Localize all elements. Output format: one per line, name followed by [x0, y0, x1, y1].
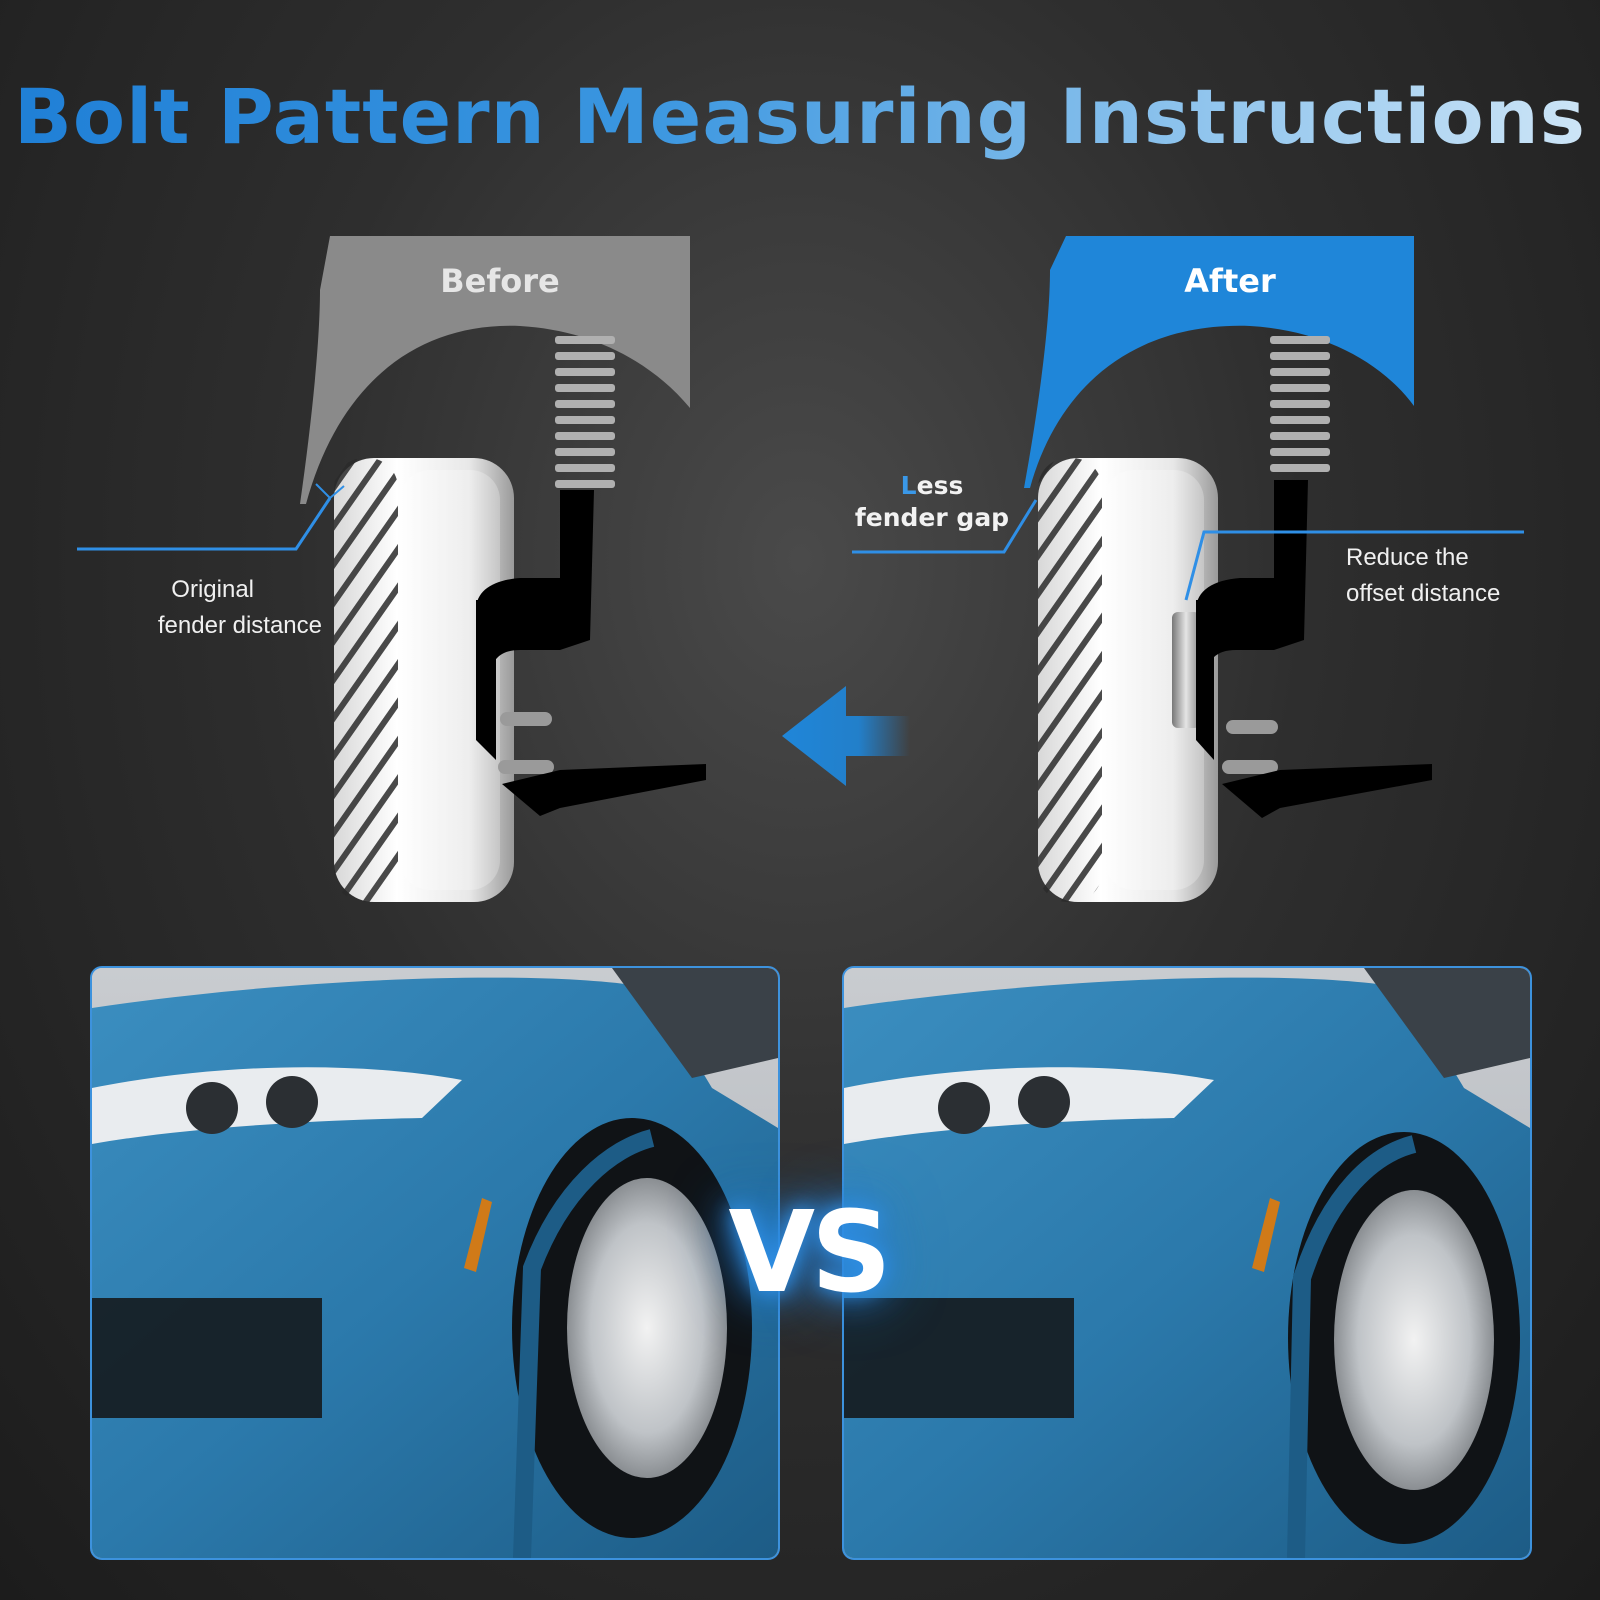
after-offset-line2: offset distance	[1346, 580, 1501, 607]
page-title: Bolt Pattern Measuring Instructions	[0, 72, 1600, 161]
after-gap-line2: fender gap	[854, 503, 1010, 532]
after-gap-callout-line	[852, 499, 1038, 554]
before-knuckle	[476, 490, 594, 700]
before-tire	[334, 458, 514, 902]
arrow-left-icon	[782, 686, 910, 786]
before-callout-line	[77, 497, 332, 551]
suspension-diagrams	[77, 236, 1524, 902]
before-fender	[300, 236, 690, 504]
before-diagram	[77, 236, 706, 902]
before-control-arm	[502, 764, 706, 816]
before-callout: Original fender distance	[82, 572, 322, 644]
before-car-photo	[90, 966, 780, 1560]
vs-label: VS	[728, 1188, 891, 1318]
after-diagram	[852, 236, 1524, 902]
after-car-photo	[842, 966, 1532, 1560]
after-offset-callout: Reduce the offset distance	[1346, 540, 1586, 612]
before-label: Before	[440, 262, 560, 300]
after-fender	[1024, 236, 1414, 488]
after-control-arm	[1222, 764, 1432, 818]
after-wheel-spacer	[1172, 612, 1200, 728]
before-callout-line1: Original	[171, 576, 254, 603]
after-gap-first-letter: L	[900, 471, 917, 500]
after-knuckle	[1196, 480, 1308, 700]
after-gap-line1: ess	[916, 471, 964, 500]
after-spring	[1270, 336, 1330, 472]
after-tire	[1038, 458, 1218, 902]
after-label: After	[1184, 262, 1276, 300]
after-offset-callout-line	[1184, 530, 1524, 601]
after-offset-line1: Reduce the	[1346, 544, 1469, 571]
after-gap-callout: Less fender gap	[852, 470, 1012, 534]
before-spring	[555, 336, 615, 488]
before-callout-line2: fender distance	[157, 612, 322, 639]
